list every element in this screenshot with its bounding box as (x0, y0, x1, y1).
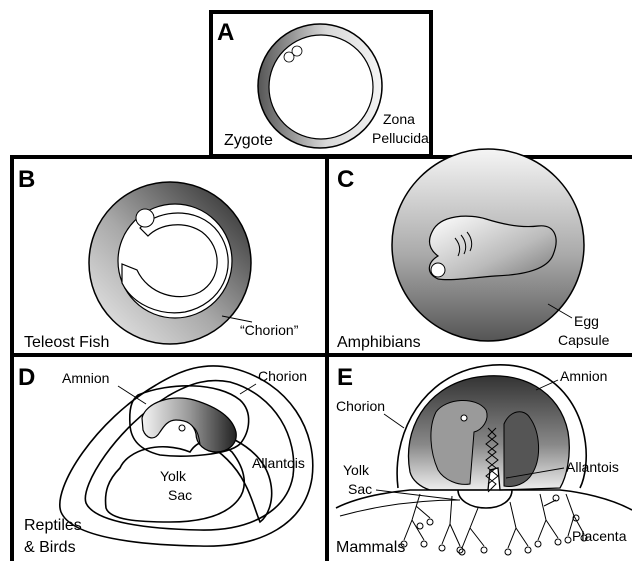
panel-d-title-line2: & Birds (24, 539, 76, 556)
panel-c-amphibian: C Amphibians Egg Capsule (327, 149, 632, 355)
panel-b-teleost: B Teleost Fish “Chorion” (12, 157, 327, 355)
panel-a-title: Zygote (224, 132, 273, 149)
panel-a-zygote: A Zygote Zona Pellucida (211, 12, 431, 156)
panel-e-chorion-label: Chorion (336, 398, 385, 414)
panel-e-amnion-label: Amnion (560, 368, 607, 384)
embryo-eye (179, 425, 185, 431)
panel-b-title: Teleost Fish (24, 334, 109, 351)
teleost-egg-illustration (89, 182, 251, 344)
panel-c-title: Amphibians (337, 334, 421, 351)
panel-e-mammals: E (327, 355, 632, 561)
panel-e-yolk-label-line2: Sac (348, 481, 372, 497)
zygote-cell (269, 35, 373, 139)
panel-d-amnion-label: Amnion (62, 370, 109, 386)
panel-e-title: Mammals (336, 539, 405, 556)
zygote-illustration (258, 24, 382, 148)
panel-e-allantois-label: Allantois (566, 459, 619, 475)
panel-b-letter: B (18, 166, 35, 193)
panel-a-letter: A (217, 19, 234, 46)
panel-c-label-line1: Egg (574, 313, 599, 329)
panel-d-chorion-label: Chorion (258, 368, 307, 384)
tadpole-eye (431, 263, 445, 277)
panel-d-yolk-label-line2: Sac (168, 487, 192, 503)
panel-a-label-line2: Pellucida (372, 130, 429, 146)
panel-d-title-line1: Reptiles (24, 517, 82, 534)
panel-e-placenta-label: Placenta (572, 528, 627, 544)
panel-e-yolk-label-line1: Yolk (343, 462, 370, 478)
embryo-eye (461, 415, 467, 421)
polar-body (292, 46, 302, 56)
panel-d-allantois-label: Allantois (252, 455, 305, 471)
oil-droplet (136, 209, 154, 227)
panel-d-letter: D (18, 364, 35, 391)
panel-a-label-line1: Zona (383, 111, 415, 127)
panel-d-yolk-label-line1: Yolk (160, 468, 187, 484)
panel-b-label: “Chorion” (240, 322, 299, 338)
amphibian-egg-illustration (392, 149, 584, 341)
panel-c-label-line2: Capsule (558, 332, 610, 348)
panel-c-letter: C (337, 166, 354, 193)
panel-e-letter: E (337, 364, 353, 391)
panel-d-reptiles-birds: D Amnion Chorion Yolk Sac Allantois Rept… (12, 355, 327, 561)
